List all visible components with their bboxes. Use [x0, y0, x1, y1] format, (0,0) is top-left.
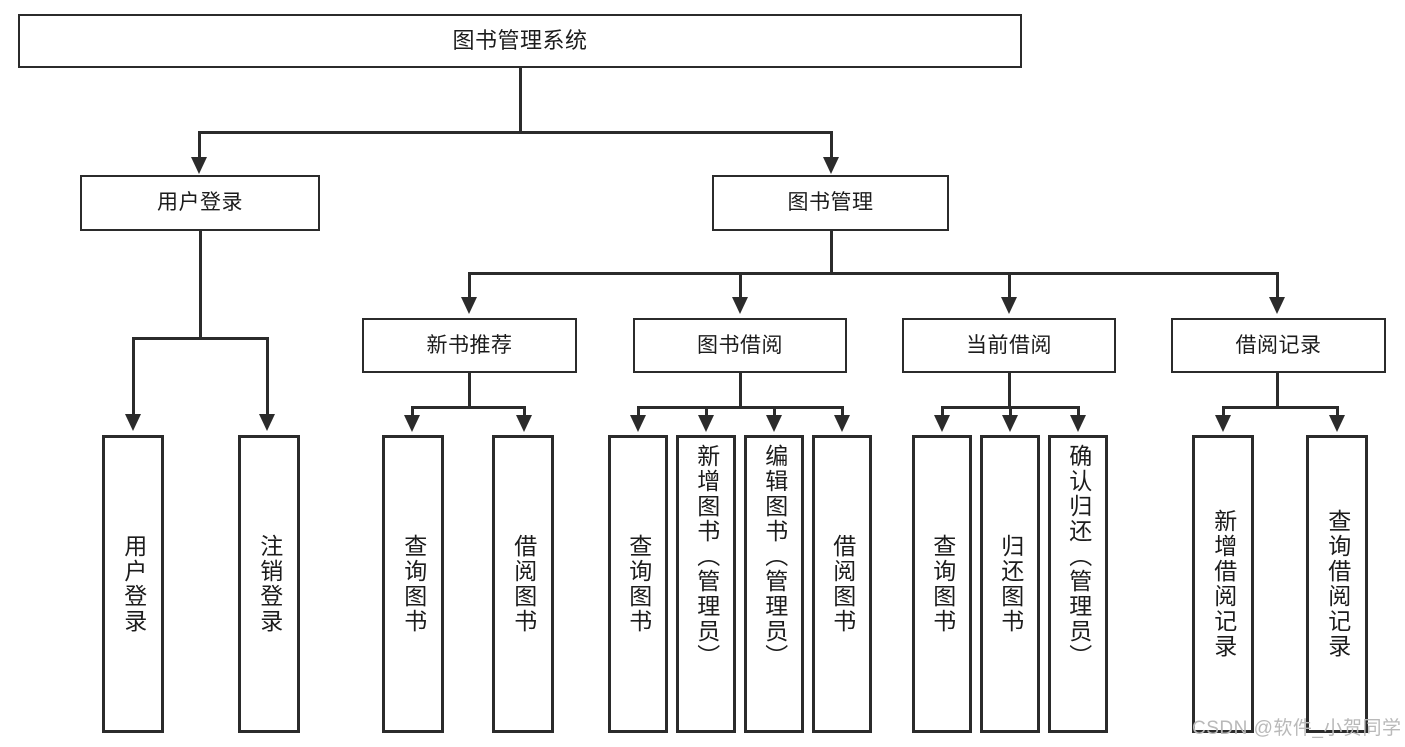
node-label: 借阅记录: [1235, 333, 1322, 357]
leaf-label: 借阅图书: [510, 534, 537, 634]
arrow-to-leaf-user-login: [125, 414, 141, 431]
node-label: 图书管理系统: [452, 27, 588, 53]
connector-borrow-record-stem: [1276, 373, 1279, 407]
connector-br-drop-1: [1336, 406, 1339, 416]
leaf-confirm-return-admin[interactable]: 确认归还（管理员）: [1048, 435, 1108, 733]
arrow-to-user-login: [191, 157, 207, 174]
leaf-label: 用户登录: [120, 534, 147, 634]
arrow-to-leaf-borrow-book-2: [834, 415, 850, 432]
leaf-edit-book-admin[interactable]: 编辑图书（管理员）: [744, 435, 804, 733]
leaf-return-book[interactable]: 归还图书: [980, 435, 1040, 733]
node-label: 当前借阅: [966, 333, 1052, 357]
arrow-to-leaf-query-book-3: [934, 415, 950, 432]
leaf-label: 查询图书: [929, 534, 956, 634]
connector-book-borrow-stem: [739, 373, 742, 407]
leaf-query-book-new[interactable]: 查询图书: [382, 435, 444, 733]
arrow-to-new-book-recommend: [461, 297, 477, 314]
connector-book-management-bar: [468, 272, 1276, 275]
arrow-to-book-borrow: [732, 297, 748, 314]
connector-new-book-stem: [468, 373, 471, 407]
leaf-label: 借阅图书: [829, 534, 856, 634]
arrow-to-leaf-return-book: [1002, 415, 1018, 432]
node-label: 图书借阅: [697, 333, 783, 357]
node-label: 新书推荐: [426, 333, 513, 357]
leaf-query-book-borrow[interactable]: 查询图书: [608, 435, 668, 733]
connector-bm-to-current-borrow: [1008, 272, 1011, 298]
leaf-borrow-book-borrow[interactable]: 借阅图书: [812, 435, 872, 733]
connector-book-management-stem: [830, 231, 833, 273]
arrow-to-leaf-query-book-1: [404, 415, 420, 432]
node-label: 用户登录: [157, 191, 243, 215]
arrow-to-leaf-borrow-book-1: [516, 415, 532, 432]
arrow-to-current-borrow: [1001, 297, 1017, 314]
arrow-to-borrow-record: [1269, 297, 1285, 314]
connector-bb-drop-2: [773, 406, 776, 416]
leaf-label: 确认归还（管理员）: [1065, 444, 1092, 669]
node-new-book-recommend[interactable]: 新书推荐: [362, 318, 577, 373]
connector-nb-drop-0: [411, 406, 414, 416]
leaf-add-book-admin[interactable]: 新增图书（管理员）: [676, 435, 736, 733]
arrow-to-leaf-query-book-2: [630, 415, 646, 432]
connector-bm-to-new-book: [468, 272, 471, 298]
connector-root-stem: [519, 68, 522, 131]
leaf-label: 新增图书（管理员）: [693, 444, 720, 669]
arrow-to-leaf-edit-book: [766, 415, 782, 432]
leaf-label: 查询借阅记录: [1324, 509, 1351, 659]
arrow-to-book-management: [823, 157, 839, 174]
leaf-label: 查询图书: [400, 534, 427, 634]
leaf-query-borrow-record[interactable]: 查询借阅记录: [1306, 435, 1368, 733]
node-borrow-record[interactable]: 借阅记录: [1171, 318, 1386, 373]
leaf-label: 查询图书: [625, 534, 652, 634]
connector-bb-drop-3: [841, 406, 844, 416]
connector-cb-drop-1: [1009, 406, 1012, 416]
leaf-query-book-current[interactable]: 查询图书: [912, 435, 972, 733]
connector-root-bar: [198, 131, 832, 134]
connector-new-book-bar: [411, 406, 525, 409]
connector-nb-drop-1: [523, 406, 526, 416]
leaf-borrow-book-new[interactable]: 借阅图书: [492, 435, 554, 733]
arrow-to-leaf-add-record: [1215, 415, 1231, 432]
connector-user-login-to-leaf-1: [266, 337, 269, 415]
connector-bb-drop-1: [705, 406, 708, 416]
node-label: 图书管理: [787, 191, 874, 215]
connector-cb-drop-0: [941, 406, 944, 416]
connector-user-login-to-leaf-0: [132, 337, 135, 415]
arrow-to-leaf-query-record: [1329, 415, 1345, 432]
node-current-borrow[interactable]: 当前借阅: [902, 318, 1116, 373]
node-book-borrow[interactable]: 图书借阅: [633, 318, 847, 373]
leaf-logout[interactable]: 注销登录: [238, 435, 300, 733]
leaf-label: 注销登录: [256, 534, 283, 634]
leaf-label: 编辑图书（管理员）: [761, 444, 788, 669]
leaf-user-login[interactable]: 用户登录: [102, 435, 164, 733]
arrow-to-leaf-add-book: [698, 415, 714, 432]
connector-cb-drop-2: [1077, 406, 1080, 416]
connector-user-login-stem: [199, 231, 202, 338]
arrow-to-leaf-confirm-return: [1070, 415, 1086, 432]
connector-bb-drop-0: [637, 406, 640, 416]
leaf-label: 新增借阅记录: [1210, 509, 1237, 659]
leaf-label: 归还图书: [997, 534, 1024, 634]
node-user-login[interactable]: 用户登录: [80, 175, 320, 231]
connector-br-drop-0: [1222, 406, 1225, 416]
connector-bm-to-borrow-record: [1276, 272, 1279, 298]
connector-book-borrow-bar: [637, 406, 843, 409]
connector-borrow-record-bar: [1222, 406, 1338, 409]
connector-current-borrow-stem: [1008, 373, 1011, 407]
connector-user-login-bar: [132, 337, 268, 340]
connector-bm-to-book-borrow: [739, 272, 742, 298]
arrow-to-leaf-logout: [259, 414, 275, 431]
leaf-add-borrow-record[interactable]: 新增借阅记录: [1192, 435, 1254, 733]
connector-root-to-book-management: [830, 131, 833, 158]
connector-root-to-user-login: [198, 131, 201, 158]
node-book-management[interactable]: 图书管理: [712, 175, 949, 231]
node-book-management-system[interactable]: 图书管理系统: [18, 14, 1022, 68]
